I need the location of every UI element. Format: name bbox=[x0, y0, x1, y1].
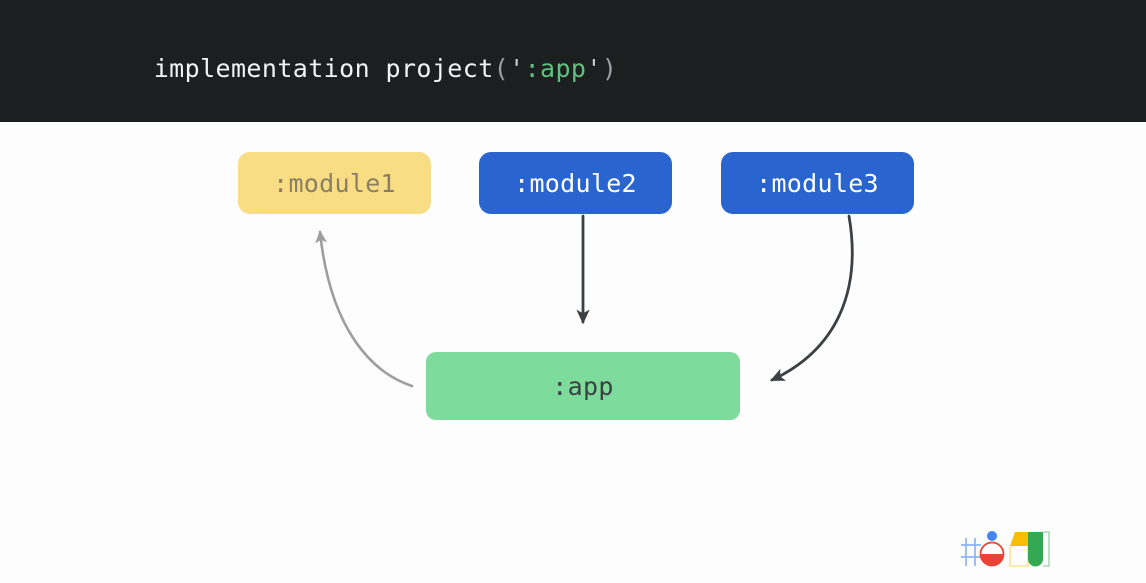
node-module3[interactable]: :module3 bbox=[721, 152, 914, 214]
code-bar: implementation project(':app') bbox=[0, 0, 1146, 122]
edge-module3-to-app bbox=[770, 214, 854, 382]
node-app[interactable]: :app bbox=[426, 352, 740, 420]
code-snippet: implementation project(':app') bbox=[61, 24, 617, 114]
diagram-edges bbox=[315, 214, 854, 388]
logo-o-green-icon bbox=[1028, 532, 1043, 567]
logo-o-green-outline-icon bbox=[1043, 531, 1050, 567]
code-token-open-paren: ( bbox=[493, 54, 510, 83]
logo-i-dot-icon bbox=[987, 531, 997, 541]
google-io-logo bbox=[961, 531, 1050, 567]
node-module2[interactable]: :module2 bbox=[479, 152, 672, 214]
logo-i-bowl-icon bbox=[980, 554, 1004, 566]
logo-o-yellow-icon bbox=[1010, 532, 1028, 546]
node-module2-label: :module2 bbox=[514, 168, 637, 198]
code-token-close-paren: ) bbox=[601, 54, 618, 83]
edge-app-to-module1 bbox=[315, 230, 414, 388]
logo-o-outline-icon bbox=[1009, 546, 1029, 567]
logo-hash-icon bbox=[961, 538, 981, 566]
code-token-string: :app bbox=[524, 54, 587, 83]
node-module1-label: :module1 bbox=[273, 168, 396, 198]
node-module3-label: :module3 bbox=[756, 168, 879, 198]
dependency-diagram: :module1 :module2 :module3 :app bbox=[0, 122, 1146, 583]
code-token-plain: implementation project bbox=[153, 54, 494, 83]
node-module1[interactable]: :module1 bbox=[238, 152, 431, 214]
code-token-open-quote: ' bbox=[509, 54, 525, 83]
code-token-close-quote: ' bbox=[586, 54, 602, 83]
node-app-label: :app bbox=[552, 371, 614, 401]
